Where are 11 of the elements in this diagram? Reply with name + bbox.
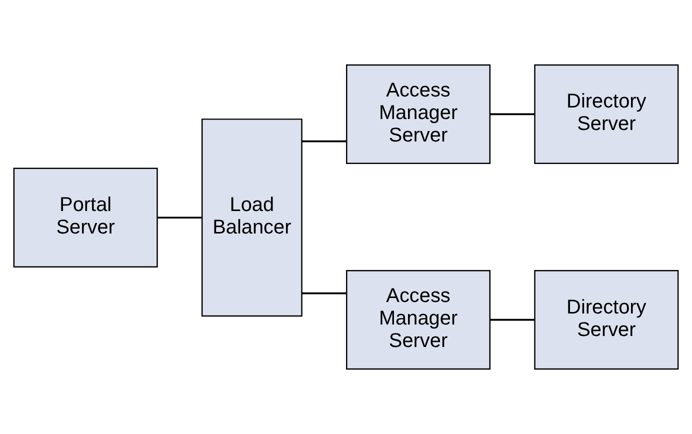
connector (302, 140, 346, 142)
connector (490, 318, 535, 321)
node-box: Directory Server (534, 270, 679, 370)
connector (158, 216, 202, 219)
node-box: Access Manager Server (346, 270, 491, 370)
node-box: Access Manager Server (346, 64, 491, 164)
node-box: Directory Server (534, 64, 679, 164)
node-box: Portal Server (13, 168, 158, 268)
node-box: Load Balancer (201, 118, 302, 317)
connector (490, 113, 535, 116)
connector (302, 292, 346, 294)
